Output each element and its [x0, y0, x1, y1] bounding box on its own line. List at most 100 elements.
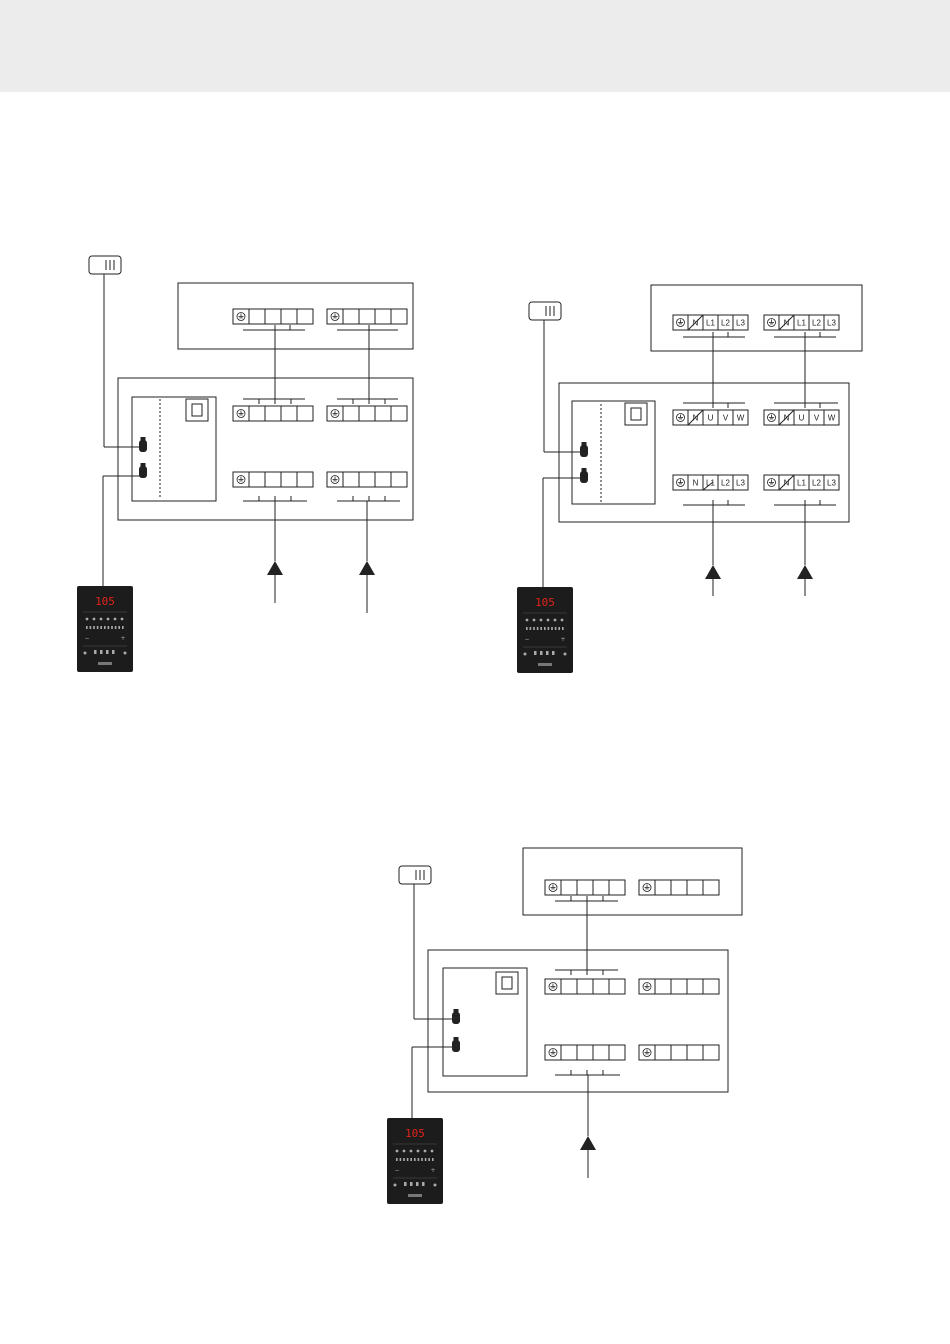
unit-terminal-block-2 — [639, 979, 719, 994]
ground-icon — [643, 1049, 651, 1057]
terminal-label-n: N — [693, 479, 699, 488]
supply-terminal-block-1 — [233, 472, 313, 487]
panel-button-icon — [546, 651, 549, 655]
panel-scale-tick — [396, 1158, 398, 1161]
sensor-housing — [89, 256, 121, 274]
connector-body — [139, 440, 147, 452]
connector-tab — [582, 468, 587, 472]
control-panel-display: 105 — [535, 596, 555, 609]
minus-icon: − — [394, 1167, 399, 1174]
rj-connector — [452, 1009, 460, 1024]
unit-out-terminal-block-2: NUVW — [764, 410, 839, 425]
supply-arrow — [267, 561, 283, 603]
panel-scale-tick — [93, 626, 95, 629]
terminal-label-u: U — [708, 414, 714, 423]
ground-icon — [549, 983, 557, 991]
panel-button-icon — [540, 651, 543, 655]
control-panel-display: 105 — [95, 595, 115, 608]
panel-scale-tick — [537, 627, 539, 630]
panel-scale-tick — [97, 626, 99, 629]
panel-indicator — [424, 1150, 427, 1153]
panel-button-icon — [416, 1182, 419, 1186]
connector-body — [580, 445, 588, 457]
ground-icon — [549, 884, 557, 892]
panel-indicator — [403, 1150, 406, 1153]
panel-scale-tick — [526, 627, 528, 630]
heater-box — [178, 283, 413, 349]
panel-indicator — [540, 619, 543, 622]
panel-scale-tick — [111, 626, 113, 629]
panel-scale-tick — [90, 626, 92, 629]
arrow-head — [267, 561, 283, 575]
panel-scale-tick — [407, 1158, 409, 1161]
panel-button-icon — [410, 1182, 413, 1186]
terminal-label-l2: L2 — [721, 479, 730, 488]
ground-icon — [643, 983, 651, 991]
panel-indicator — [547, 619, 550, 622]
connector-tab — [141, 463, 146, 467]
wiring-diagram-top-right: NL1L2L3NL1L2L3NUVWNUVWNL1L2L3NL1L2L3105−… — [517, 285, 862, 673]
ground-icon — [237, 410, 245, 418]
arrow-head — [705, 565, 721, 579]
ground-icon — [237, 476, 245, 484]
supply-arrow — [359, 561, 375, 613]
panel-indicator — [554, 619, 557, 622]
ground-icon — [331, 476, 339, 484]
panel-scale-tick — [533, 627, 535, 630]
ground-icon — [677, 319, 685, 327]
supply-terminal-block-2 — [327, 472, 407, 487]
arrow-head — [797, 565, 813, 579]
panel-button-icon — [106, 650, 109, 654]
n-bridge-diagonal — [688, 315, 703, 330]
n-bridge-diagonal — [779, 410, 794, 425]
terminal-label-v: V — [814, 414, 820, 423]
panel-indicator — [410, 1150, 413, 1153]
panel-left-button — [394, 1184, 397, 1187]
temperature-sensor — [89, 256, 121, 274]
wiring-diagram-bottom: 105−+ — [387, 848, 742, 1204]
panel-scale-tick — [122, 626, 124, 629]
heater-terminal-block-2: NL1L2L3 — [764, 315, 839, 330]
panel-indicator — [396, 1150, 399, 1153]
control-unit-box — [428, 950, 728, 1092]
supply-terminal-block-2: NL1L2L3 — [764, 475, 839, 490]
relay-box — [186, 399, 208, 421]
sensor-housing — [399, 866, 431, 884]
panel-scale-tick — [100, 626, 102, 629]
panel-scale-tick — [432, 1158, 434, 1161]
supply-arrow — [705, 565, 721, 596]
panel-scale-tick — [410, 1158, 412, 1161]
ground-icon — [768, 414, 776, 422]
brand-logo — [98, 662, 112, 665]
minus-icon: − — [524, 636, 529, 643]
connector-tab — [582, 442, 587, 446]
panel-scale-tick — [555, 627, 557, 630]
panel-scale-tick — [421, 1158, 423, 1161]
panel-scale-tick — [562, 627, 564, 630]
terminal-label-w: W — [737, 414, 745, 423]
panel-indicator — [417, 1150, 420, 1153]
ground-icon — [331, 313, 339, 321]
panel-scale-tick — [530, 627, 532, 630]
ground-icon — [677, 414, 685, 422]
supply-arrow — [580, 1136, 596, 1178]
unit-out-terminal-block-1: NUVW — [673, 410, 748, 425]
brand-logo — [408, 1194, 422, 1197]
panel-indicator — [114, 618, 117, 621]
unit-terminal-block-1 — [545, 979, 625, 994]
terminal-label-l3: L3 — [736, 319, 745, 328]
minus-icon: − — [84, 635, 89, 642]
terminal-label-l1: L1 — [797, 479, 806, 488]
panel-button-icon — [112, 650, 115, 654]
terminal-label-l3: L3 — [736, 479, 745, 488]
arrow-head — [580, 1136, 596, 1150]
panel-scale-tick — [86, 626, 88, 629]
panel-button-icon — [552, 651, 555, 655]
connector-tab — [454, 1037, 459, 1041]
panel-indicator — [561, 619, 564, 622]
unit-terminal-block-1 — [233, 406, 313, 421]
heater-terminal-block-2 — [639, 880, 719, 895]
relay-inner — [502, 977, 512, 989]
panel-left-button — [524, 653, 527, 656]
